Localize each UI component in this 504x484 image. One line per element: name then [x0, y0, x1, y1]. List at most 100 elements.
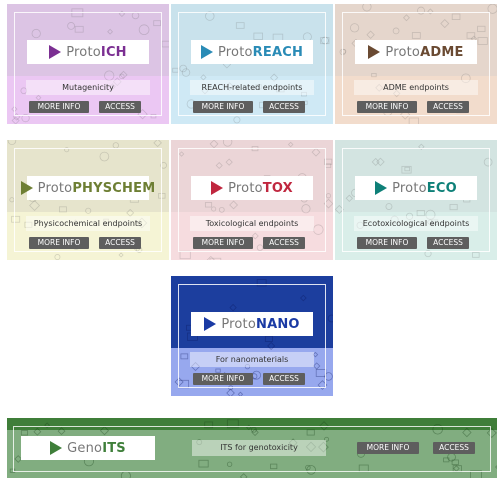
card-description: REACH-related endpoints: [190, 80, 314, 95]
pattern-shape: [288, 438, 298, 448]
pattern-shape: [174, 377, 184, 387]
more-info-button[interactable]: MORE INFO: [29, 101, 89, 113]
play-triangle-icon: [50, 441, 63, 455]
pattern-shape: [287, 141, 294, 148]
pattern-shape: [270, 463, 278, 470]
protoeco-logo[interactable]: ProtoECO: [355, 176, 477, 200]
pattern-shape: [320, 37, 330, 45]
more-info-button[interactable]: MORE INFO: [29, 237, 89, 249]
logo-text: ProtoREACH: [217, 44, 304, 60]
card-description: Toxicological endpoints: [190, 216, 314, 231]
pattern-shape: [306, 429, 315, 436]
access-button[interactable]: ACCESS: [263, 101, 305, 113]
pattern-shape: [64, 147, 70, 153]
access-button[interactable]: ACCESS: [99, 237, 141, 249]
pattern-shape: [366, 30, 375, 39]
more-info-button[interactable]: MORE INFO: [193, 237, 253, 249]
protoadme-logo[interactable]: ProtoADME: [355, 40, 477, 64]
pattern-shape: [179, 64, 187, 73]
access-button[interactable]: ACCESS: [427, 237, 469, 249]
card-frame: [342, 12, 490, 116]
pattern-shape: [118, 252, 124, 258]
more-info-button[interactable]: MORE INFO: [193, 101, 253, 113]
pattern-shape: [215, 368, 221, 373]
card-footer-bg: [171, 348, 333, 396]
access-button[interactable]: ACCESS: [263, 373, 305, 385]
pattern-shape: [483, 157, 493, 167]
pattern-shape: [324, 158, 333, 165]
protoich-card: ProtoICH Mutagenicity MORE INFO ACCESS: [7, 4, 169, 124]
pattern-shape: [255, 84, 262, 90]
access-button[interactable]: ACCESS: [99, 101, 141, 113]
pattern-shape: [190, 361, 201, 372]
pattern-shape: [362, 4, 372, 12]
pattern-shape: [299, 294, 307, 302]
pattern-shape: [385, 203, 393, 210]
pattern-shape: [209, 140, 219, 149]
pattern-shape: [54, 254, 61, 260]
more-info-button[interactable]: MORE INFO: [357, 237, 417, 249]
pattern-shape: [24, 221, 33, 228]
protonano-card: ProtoNANO For nanomaterials MORE INFO AC…: [171, 276, 333, 396]
protophyschem-logo[interactable]: ProtoPHYSCHEM: [20, 176, 155, 200]
pattern-shape: [440, 19, 450, 29]
more-info-button[interactable]: MORE INFO: [357, 442, 419, 454]
card-footer-bg: [7, 76, 169, 124]
protoich-logo[interactable]: ProtoICH: [27, 40, 149, 64]
play-triangle-icon: [375, 181, 388, 195]
protonano-logo[interactable]: ProtoNANO: [191, 312, 313, 336]
more-info-button[interactable]: MORE INFO: [193, 373, 253, 385]
card-frame: [14, 12, 162, 116]
pattern-shape: [461, 73, 471, 84]
pattern-shape: [126, 208, 135, 217]
pattern-shape: [301, 91, 307, 97]
pattern-shape: [269, 73, 279, 82]
pattern-shape: [451, 459, 459, 465]
genoits-logo[interactable]: GenoITS: [21, 436, 155, 460]
pattern-shape: [103, 218, 109, 224]
pattern-shape: [487, 4, 497, 14]
genoits-banner: GenoITS ITS for genotoxicity MORE INFO A…: [7, 418, 497, 478]
pattern-shape: [99, 151, 110, 162]
pattern-shape: [318, 441, 329, 453]
pattern-shape: [427, 8, 434, 15]
pattern-shape: [311, 147, 321, 157]
pattern-shape: [178, 151, 185, 157]
pattern-shape: [72, 219, 79, 226]
card-description: For nanomaterials: [190, 352, 314, 367]
pattern-shape: [301, 204, 311, 214]
card-description: Ecotoxicological endpoints: [354, 216, 478, 231]
pattern-shape: [335, 204, 344, 214]
pattern-shape: [85, 207, 92, 214]
card-description: ADME endpoints: [354, 80, 478, 95]
pattern-shape: [119, 70, 128, 79]
card-footer-bg: [335, 76, 497, 124]
pattern-shape: [112, 77, 122, 87]
pattern-shape: [7, 140, 17, 146]
card-frame: [178, 12, 326, 116]
pattern-shape: [12, 113, 21, 121]
pattern-shape: [477, 25, 486, 33]
pattern-shape: [327, 314, 333, 323]
pattern-shape: [313, 224, 324, 235]
protoreach-logo[interactable]: ProtoREACH: [191, 40, 313, 64]
pattern-shape: [267, 341, 276, 350]
pattern-shape: [356, 221, 364, 229]
access-button[interactable]: ACCESS: [433, 442, 475, 454]
pattern-shape: [424, 250, 432, 258]
pattern-shape: [453, 465, 460, 472]
pattern-shape: [206, 255, 215, 260]
pattern-shape: [20, 430, 29, 436]
card-footer-bg: [335, 212, 497, 260]
pattern-shape: [153, 140, 162, 148]
pattern-shape: [20, 87, 28, 95]
access-button[interactable]: ACCESS: [263, 237, 305, 249]
pattern-shape: [21, 113, 30, 123]
pattern-shape: [404, 166, 411, 172]
pattern-shape: [449, 204, 458, 211]
prototox-logo[interactable]: ProtoTOX: [191, 176, 313, 200]
pattern-shape: [204, 202, 213, 208]
more-info-button[interactable]: MORE INFO: [357, 101, 417, 113]
access-button[interactable]: ACCESS: [427, 101, 469, 113]
pattern-shape: [209, 257, 222, 260]
